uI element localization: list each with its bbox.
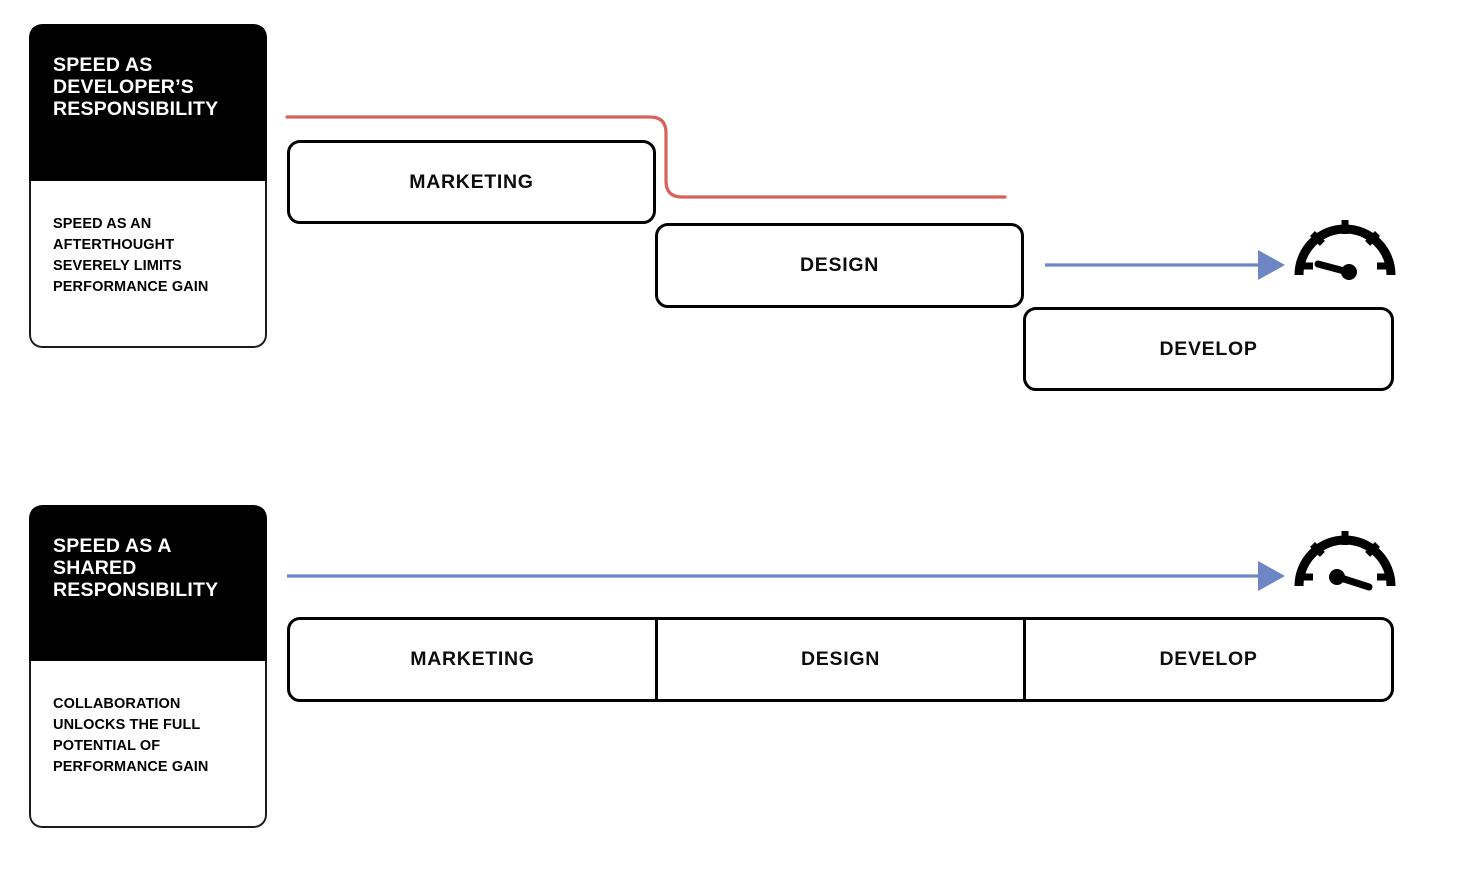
gauge-arc bbox=[1294, 535, 1396, 587]
stage-label-develop-top: DEVELOP bbox=[1159, 337, 1258, 360]
gauge-tick-upper-right bbox=[1365, 542, 1380, 557]
gauge-tick-upper-right bbox=[1365, 231, 1380, 246]
gauge-hub bbox=[1341, 264, 1357, 280]
stage-box-design-bottom[interactable]: DESIGN bbox=[655, 620, 1023, 699]
gauge-arc bbox=[1294, 224, 1396, 276]
card-header-wrapper: SPEED AS A SHARED RESPONSIBILITY bbox=[29, 505, 267, 661]
stage-label-marketing-bottom: MARKETING bbox=[410, 648, 535, 670]
stage-label-design-top: DESIGN bbox=[800, 254, 879, 276]
speedometer-icon-low bbox=[1294, 220, 1396, 280]
blue-arrow-bottom bbox=[287, 561, 1285, 591]
blue-arrow-top bbox=[1045, 250, 1285, 280]
stage-box-develop-top[interactable]: DEVELOP bbox=[1023, 307, 1394, 391]
stage-label-develop-bottom: DEVELOP bbox=[1159, 648, 1258, 670]
card-heading: SPEED AS A SHARED RESPONSIBILITY bbox=[53, 535, 219, 602]
card-speed-as-developers-responsibility: SPEED AS DEVELOPER’S RESPONSIBILITY SPEE… bbox=[29, 24, 267, 349]
gauge-needle bbox=[1334, 573, 1373, 591]
stage-label-marketing-top: MARKETING bbox=[409, 170, 534, 193]
card-header: SPEED AS A SHARED RESPONSIBILITY bbox=[31, 507, 265, 661]
card-body-text: SPEED AS AN AFTERTHOUGHT SEVERELY LIMITS… bbox=[53, 216, 209, 296]
arrow-head-bottom bbox=[1258, 561, 1285, 591]
stage-box-marketing-top[interactable]: MARKETING bbox=[287, 140, 656, 224]
gauge-hub bbox=[1329, 569, 1345, 585]
stage-box-develop-bottom[interactable]: DEVELOP bbox=[1023, 620, 1391, 699]
gauge-needle bbox=[1314, 260, 1352, 276]
card-body-text: COLLABORATION UNLOCKS THE FULL POTENTIAL… bbox=[53, 696, 209, 776]
stage-box-marketing-bottom[interactable]: MARKETING bbox=[290, 620, 655, 699]
arrow-head-top bbox=[1258, 250, 1285, 280]
stage-box-design-top[interactable]: DESIGN bbox=[655, 223, 1024, 308]
stage-label-design-bottom: DESIGN bbox=[801, 648, 880, 670]
gauge-tick-upper-left bbox=[1310, 231, 1325, 246]
card-header: SPEED AS DEVELOPER’S RESPONSIBILITY bbox=[31, 26, 265, 181]
card-speed-as-a-shared-responsibility: SPEED AS A SHARED RESPONSIBILITY COLLABO… bbox=[29, 505, 267, 829]
card-header-wrapper: SPEED AS DEVELOPER’S RESPONSIBILITY bbox=[29, 24, 267, 181]
card-body: SPEED AS AN AFTERTHOUGHT SEVERELY LIMITS… bbox=[29, 181, 267, 349]
gauge-tick-upper-left bbox=[1310, 542, 1325, 557]
card-heading: SPEED AS DEVELOPER’S RESPONSIBILITY bbox=[53, 54, 219, 121]
card-body: COLLABORATION UNLOCKS THE FULL POTENTIAL… bbox=[29, 661, 267, 829]
speedometer-icon-high bbox=[1294, 531, 1396, 591]
stage-bar-bottom: MARKETING DESIGN DEVELOP bbox=[287, 617, 1394, 702]
